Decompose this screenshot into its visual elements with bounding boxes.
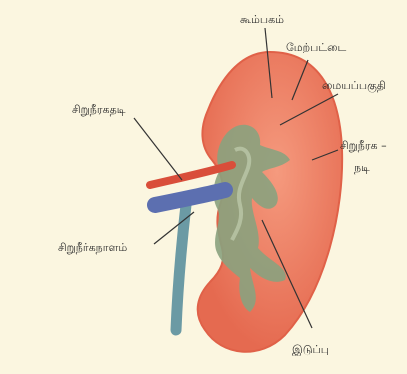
- renal-vein: [155, 190, 225, 205]
- leader-renal-artery: [134, 118, 182, 180]
- ureter: [176, 205, 186, 330]
- label-renal-vein-line1: சிறுநீரக –: [340, 140, 387, 151]
- label-ureter: சிறுநீர்கநாளம்: [58, 242, 127, 253]
- label-outer-layer: மேற்பட்டை: [286, 42, 346, 53]
- label-renal-vein-line2: நடி: [354, 162, 370, 173]
- label-renal-artery: சிறுநீரகதடி: [72, 104, 126, 115]
- label-cortex: கூம்பகம்: [240, 14, 284, 25]
- label-pelvis: இடுப்பு: [292, 344, 329, 355]
- label-medulla: மையப்பகுதி: [322, 80, 386, 91]
